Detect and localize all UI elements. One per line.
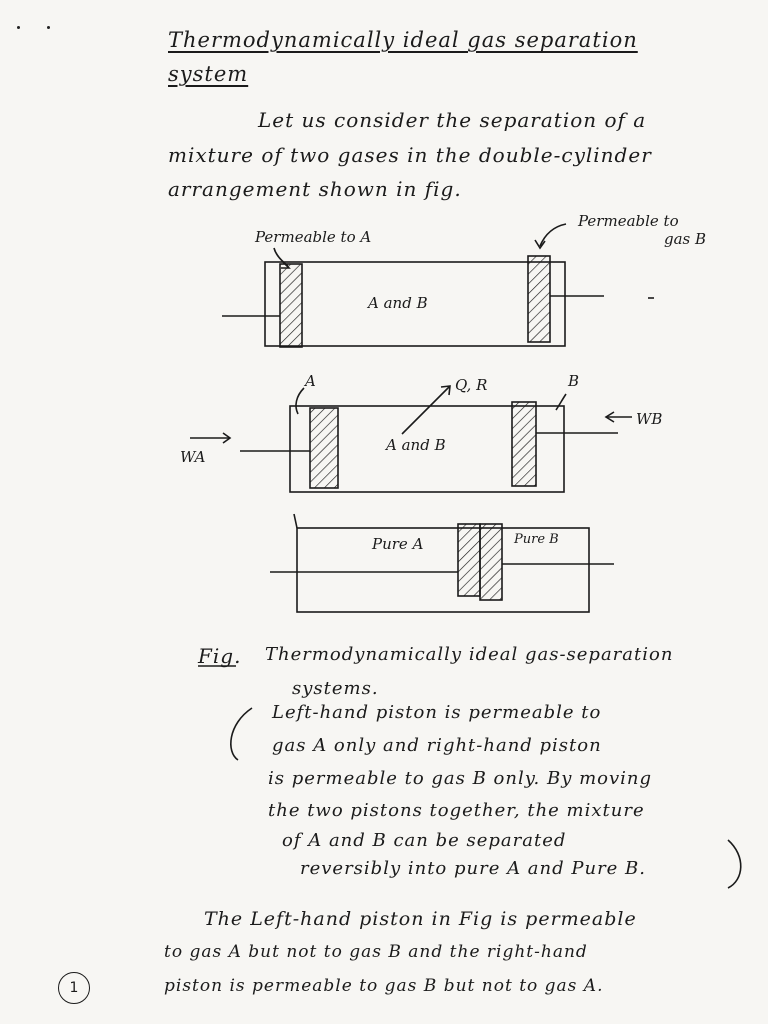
label-mixture: A and B [386,436,446,454]
arrow-head [604,411,615,423]
label-permeable-to: Permeable to [578,212,679,230]
caption-line: is permeable to gas B only. By moving [268,768,653,789]
arrow-head [534,239,546,250]
label-pure-a: Pure A [372,535,424,553]
cylinder-end-extension [293,513,298,529]
heat-arrow [401,385,451,435]
label-gas-b: gas B [664,230,707,248]
caption-line: the two pistons together, the mixture [268,800,645,821]
label-permeable-to-a: Permeable to A [255,228,372,246]
caption-line: Thermodynamically ideal gas-separation [265,644,674,665]
intro-line: mixture of two gases in the double-cylin… [168,143,652,167]
piston-left-hatched [457,523,481,597]
intro-line: arrangement shown in fig. [168,177,462,201]
caption-close-bracket [727,839,742,889]
piston-a-hatched [309,407,339,489]
caption-fig-label: Fig. [198,644,242,668]
arrow-head [222,432,232,444]
label-work-a: WA [180,448,206,466]
label-a: A [305,372,316,390]
caption-line: Left-hand piston is permeable to [272,702,602,723]
arrow-head [440,385,451,396]
label-b: B [568,372,580,390]
piston-b-hatched [511,401,537,487]
diagram-1 [222,223,654,348]
caption-line: systems. [292,678,379,699]
margin-dot [17,26,20,29]
diagram-3 [270,513,614,613]
piston-right-hatched [527,255,551,343]
page-number: 1 [58,972,90,1004]
cylinder-2 [289,405,565,493]
piston-left-hatched [279,263,303,348]
cylinder-1 [264,261,566,347]
caption-line: of A and B can be separated [282,830,567,851]
pointer-piston-a [295,387,305,415]
cylinder-3 [296,527,590,613]
body-line: The Left-hand piston in Fig is permeable [204,908,637,930]
label-work-b: WB [636,410,663,428]
page-title-continued: system [168,62,249,86]
pointer-arrow-right [539,223,567,247]
caption-line: reversibly into pure A and Pure B. [300,858,647,879]
caption-open-bracket [230,707,253,761]
body-line: piston is permeable to gas B but not to … [164,976,604,996]
page-title: Thermodynamically ideal gas separation [168,28,638,52]
pointer-piston-b [555,393,567,411]
intro-line: Let us consider the separation of a [258,108,647,132]
diagram-2 [190,385,632,493]
label-mixture: A and B [368,294,428,312]
label-pure-b: Pure B [514,532,559,547]
piston-right-hatched [479,523,503,601]
caption-line: gas A only and right-hand piston [272,735,602,756]
margin-dot [47,26,50,29]
label-heat-qr: Q, R [455,376,488,394]
body-line: to gas A but not to gas B and the right-… [164,942,588,962]
arrow-head [281,261,291,269]
